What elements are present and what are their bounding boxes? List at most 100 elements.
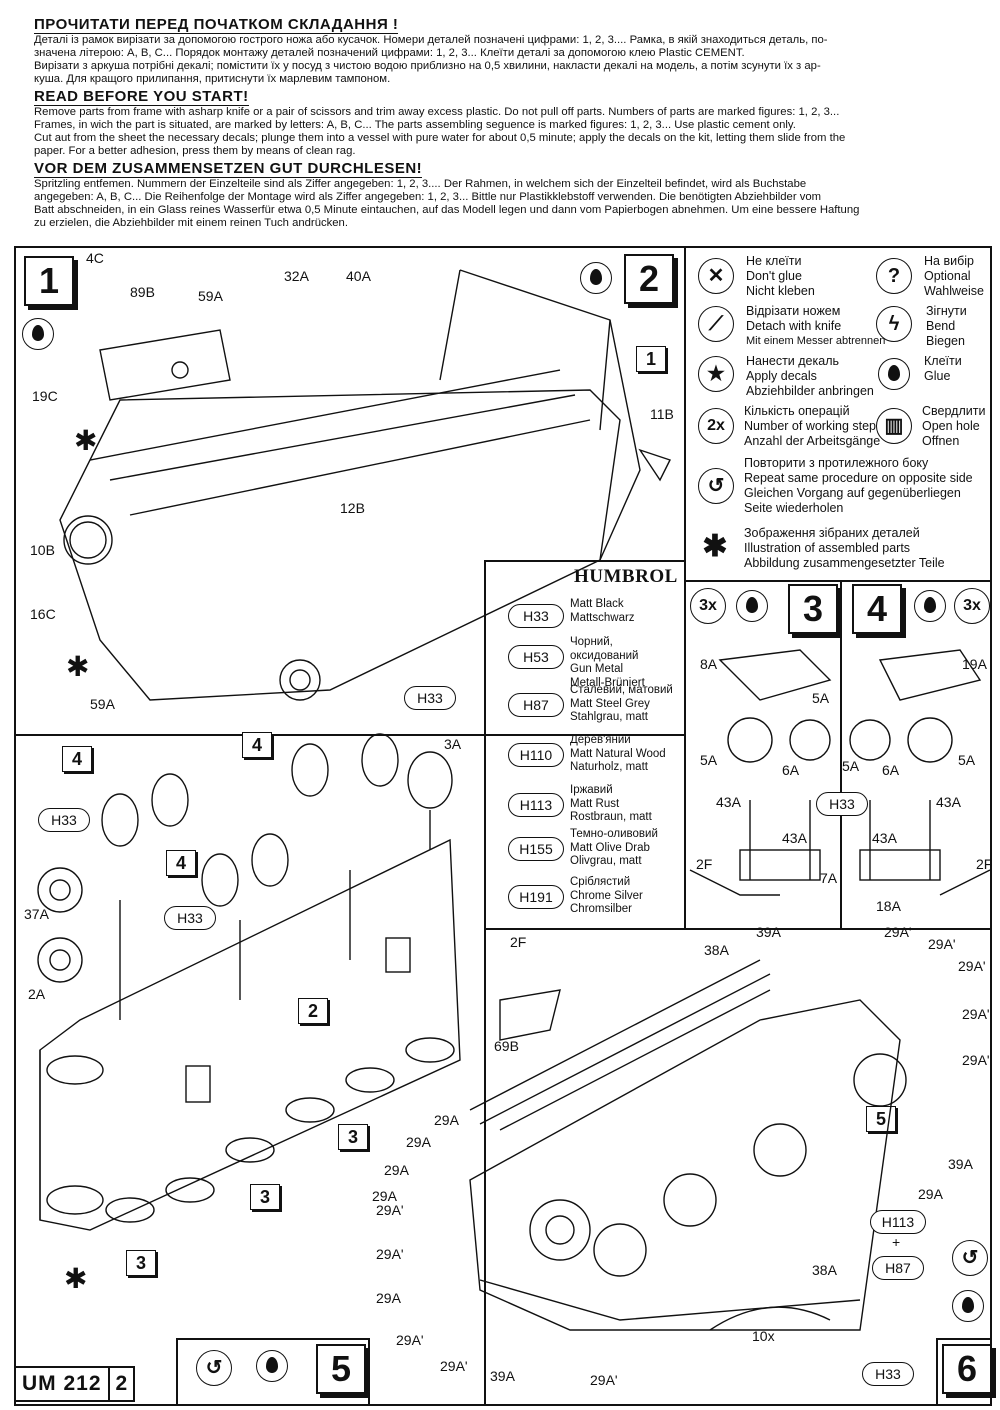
ref-badge-1: 1 — [636, 346, 666, 372]
glue-icon — [878, 358, 910, 390]
part-label: 6A — [882, 762, 900, 778]
part-label: 59A — [198, 288, 223, 304]
part-label: 2F — [976, 856, 993, 872]
part-label: 2A — [28, 986, 46, 1002]
ref-badge-4b: 4 — [242, 732, 272, 758]
ref-badge-2: 2 — [298, 998, 328, 1024]
header-en-title: READ BEFORE YOU START! — [34, 88, 249, 106]
ref-badge-4c: 4 — [166, 850, 196, 876]
part-label: 18A — [876, 898, 901, 914]
decal-icon: ★ — [698, 356, 734, 392]
part-label: 19C — [32, 388, 58, 404]
part-label: 32A — [284, 268, 309, 284]
part-label: 40A — [346, 268, 371, 284]
step-6-badge: 6 — [942, 1344, 992, 1394]
part-label: 38A — [704, 942, 729, 958]
model-code: UM 212 — [22, 1372, 102, 1395]
paint-code: H110 — [508, 743, 564, 767]
ref-badge-3a: 3 — [338, 1124, 368, 1150]
part-label: 39A — [948, 1156, 973, 1172]
part-label: 29A' — [396, 1332, 424, 1348]
steps-icon: 2x — [698, 408, 734, 444]
step-3-4-divider — [840, 580, 842, 930]
part-label: 37A — [24, 906, 49, 922]
part-label: 29A — [406, 1134, 431, 1150]
glue-icon-step6 — [952, 1290, 984, 1322]
color-tag: H33 — [816, 792, 868, 816]
paint-code: H191 — [508, 885, 564, 909]
ref-badge-3c: 3 — [126, 1250, 156, 1276]
chassis-drawing — [37, 733, 461, 1231]
part-label: 2F — [696, 856, 713, 872]
part-label: 6A — [782, 762, 800, 778]
part-label: 29A' — [962, 1052, 990, 1068]
color-tag: H33 — [38, 808, 90, 832]
header-en-text: Remove parts from frame with asharp knif… — [34, 106, 846, 157]
glue-icon-step3 — [736, 590, 768, 622]
step-4-badge: 4 — [852, 584, 902, 634]
part-label: 39A — [490, 1368, 515, 1384]
drill-icon: ▥ — [876, 408, 912, 444]
part-label: 29A — [434, 1112, 459, 1128]
part-label: 29A' — [962, 1006, 990, 1022]
step-2-badge: 2 — [624, 254, 674, 304]
hull-side-drawing — [59, 269, 671, 701]
part-label: 12B — [340, 500, 365, 516]
color-tag: H113 — [870, 1210, 926, 1234]
color-tag: H33 — [404, 686, 456, 710]
part-label: 43A — [872, 830, 897, 846]
bend-icon: ϟ — [876, 306, 912, 342]
paint-code: H113 — [508, 793, 564, 817]
assembled-icon: ✱ — [66, 651, 90, 682]
part-label: 2F — [510, 934, 527, 950]
glue-icon-step4 — [914, 590, 946, 622]
part-label: 19A — [962, 656, 987, 672]
part-label: 10B — [30, 542, 55, 558]
part-label: 16C — [30, 606, 56, 622]
repeat-icon: ↺ — [698, 468, 734, 504]
humbrol-logo: HUMBROL — [574, 566, 678, 587]
step-3-4-panel — [684, 580, 992, 930]
header-de-title: VOR DEM ZUSAMMENSETZEN GUT DURCHLESEN! — [34, 160, 423, 178]
part-label: 29A — [376, 1290, 401, 1306]
paint-code: H33 — [508, 604, 564, 628]
steps-icon-step3: 3x — [690, 588, 726, 624]
step-5-footer-box — [176, 1338, 370, 1406]
part-label: 3A — [444, 736, 462, 752]
part-label: 29A' — [928, 936, 956, 952]
part-label: 29A — [384, 1162, 409, 1178]
ref-badge-3b: 3 — [250, 1184, 280, 1210]
part-label: 4C — [86, 250, 104, 266]
part-label: 5A — [812, 690, 830, 706]
part-label: 29A' — [376, 1246, 404, 1262]
bogie-drawing — [689, 649, 991, 896]
step-3-badge: 3 — [788, 584, 838, 634]
repeat-count: 10x — [752, 1328, 775, 1344]
paint-code: H155 — [508, 837, 564, 861]
glue-icon-step2 — [580, 262, 612, 294]
part-label: 89B — [130, 284, 155, 300]
step-1-2-panel — [14, 246, 686, 736]
glue-icon-step1 — [22, 318, 54, 350]
step-6-footer-box — [936, 1338, 992, 1406]
page-number: 2 — [107, 1368, 134, 1400]
part-label: 29A' — [884, 924, 912, 940]
part-label: 43A — [716, 794, 741, 810]
header-de-text: Spritzling entfemen. Nummern der Einzelt… — [34, 178, 860, 229]
color-tag: H33 — [164, 906, 216, 930]
part-label: 5A — [700, 752, 718, 768]
